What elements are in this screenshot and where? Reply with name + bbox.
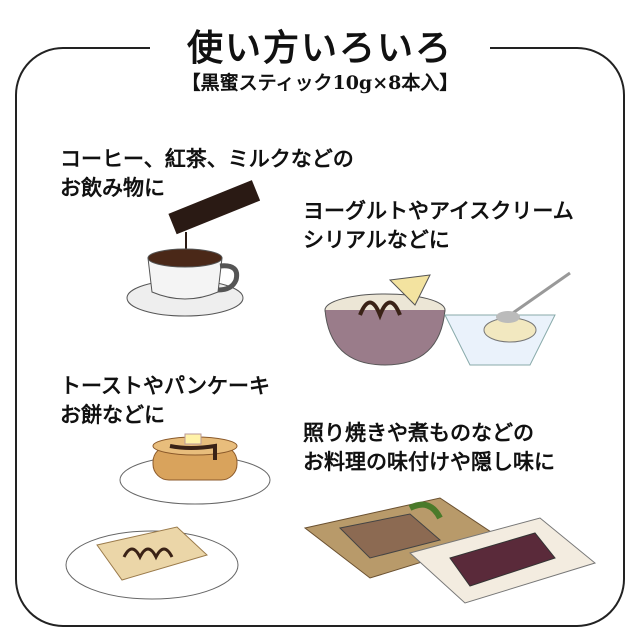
caption-line: お餅などに — [60, 402, 165, 427]
caption-line: お料理の味付けや隠し味に — [303, 449, 555, 474]
teriyaki-illustration — [303, 497, 597, 604]
caption-drinks: コーヒー、紅茶、ミルクなどの お飲み物に — [60, 144, 354, 202]
header: 使い方いろいろ 【黒蜜スティック10g×8本入】 — [150, 20, 490, 110]
caption-cooking: 照り焼きや煮ものなどの お料理の味付けや隠し味に — [303, 418, 555, 476]
toast-illustration — [65, 526, 239, 600]
coffee-cup-illustration — [126, 180, 260, 317]
dessert-illustration — [324, 271, 571, 366]
pancake-illustration — [119, 433, 271, 505]
caption-toast: トーストやパンケーキ お餅などに — [60, 371, 270, 429]
caption-desserts: ヨーグルトやアイスクリーム シリアルなどに — [303, 196, 574, 254]
caption-line: お飲み物に — [60, 175, 165, 200]
caption-line: ヨーグルトやアイスクリーム — [303, 198, 574, 223]
caption-line: コーヒー、紅茶、ミルクなどの — [60, 146, 354, 171]
caption-line: シリアルなどに — [303, 227, 450, 252]
caption-line: 照り焼きや煮ものなどの — [303, 420, 534, 445]
page-subtitle: 【黒蜜スティック10g×8本入】 — [181, 72, 459, 94]
page-title: 使い方いろいろ — [186, 27, 453, 69]
caption-line: トーストやパンケーキ — [60, 373, 270, 398]
